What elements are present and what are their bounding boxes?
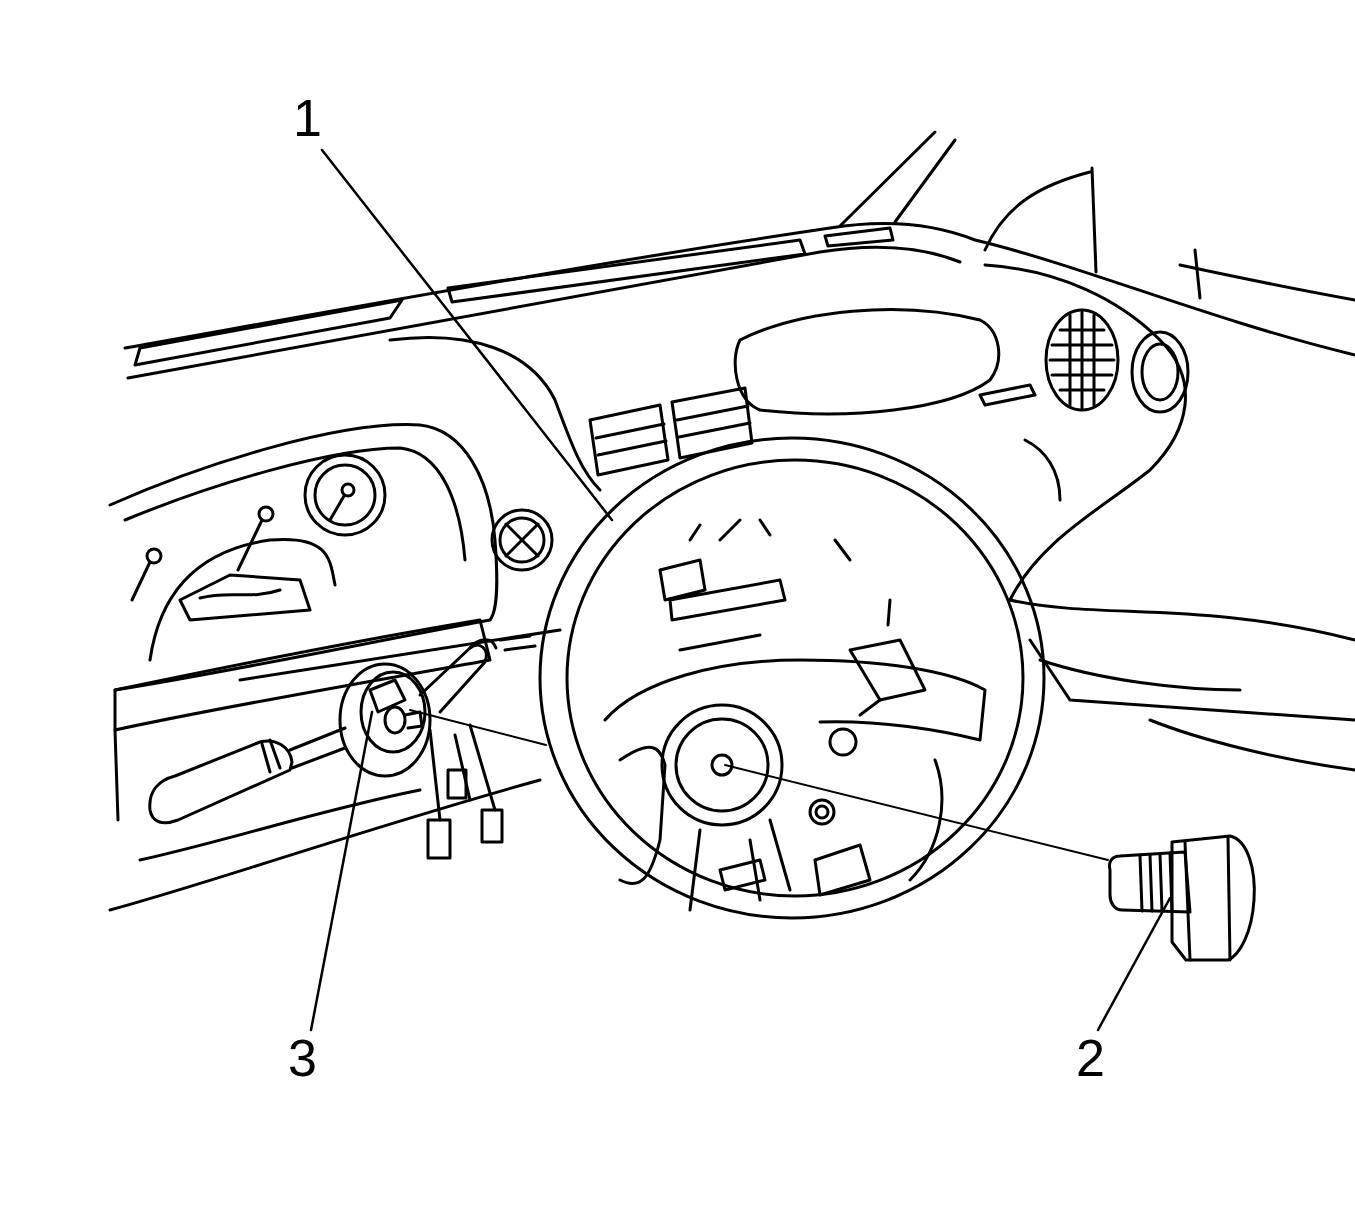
callout-number: 2	[1074, 1032, 1107, 1084]
windshield-lines	[840, 132, 1200, 298]
callout-number: 3	[286, 1032, 319, 1084]
leader-lines	[311, 150, 1170, 1030]
assembly-lines	[410, 710, 1108, 860]
side-vents	[1046, 310, 1188, 412]
lower-dash	[110, 630, 560, 910]
callout-number: 1	[291, 92, 324, 144]
instrument-cluster	[110, 425, 497, 730]
center-vents	[590, 388, 752, 475]
steering-column	[340, 664, 502, 858]
steering-wheel-bolt	[1109, 836, 1254, 960]
steering-wheel	[540, 438, 1044, 918]
round-vent	[492, 510, 552, 570]
combination-switch-stalks	[150, 640, 496, 823]
dashboard-outline	[125, 224, 1355, 770]
